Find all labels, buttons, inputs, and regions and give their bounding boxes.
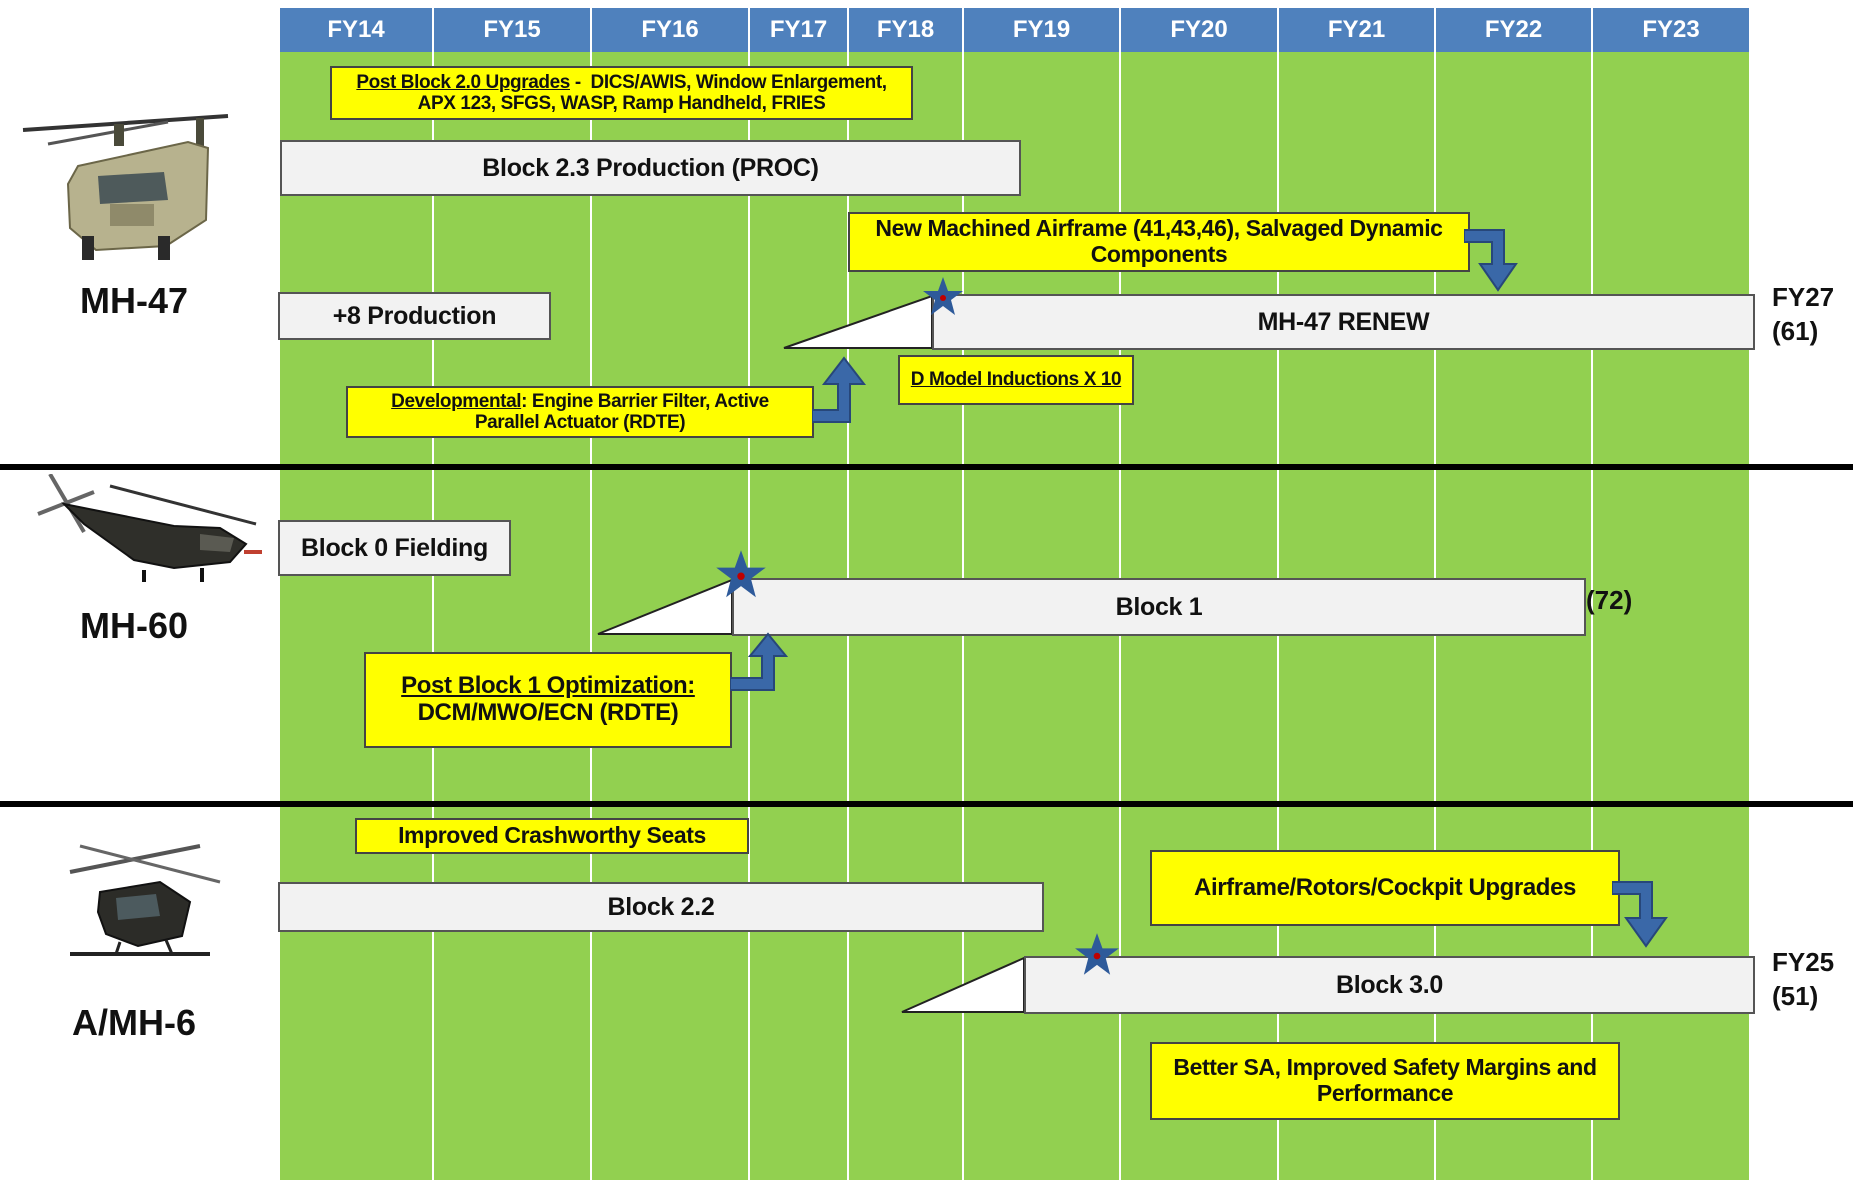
chinook-helicopter-icon bbox=[22, 114, 229, 260]
section-divider bbox=[0, 464, 1853, 470]
fy-header-cell: FY14 bbox=[280, 8, 434, 52]
block30-bar: Block 3.0 bbox=[1024, 956, 1755, 1014]
amh6-end-qty: (51) bbox=[1772, 980, 1819, 1011]
fy-header-cell: FY18 bbox=[849, 8, 964, 52]
post-block-items-line2: APX 123, SFGS, WASP, Ramp Handheld, FRIE… bbox=[417, 93, 826, 114]
post-block-items: DICS/AWIS, Window Enlargement, bbox=[590, 71, 887, 93]
block1-ramp bbox=[597, 578, 733, 635]
block30-ramp bbox=[901, 956, 1025, 1013]
developmental-text: : Engine Barrier Filter, Active bbox=[521, 390, 769, 412]
developmental-to-renew-arrow bbox=[812, 356, 867, 423]
renew-ramp bbox=[783, 294, 933, 349]
post-block-title: Post Block 2.0 Upgrades bbox=[356, 71, 570, 93]
block22-bar: Block 2.2 bbox=[278, 882, 1044, 932]
post-block-upgrades-note: Post Block 2.0 Upgrades - DICS/AWIS, Win… bbox=[330, 66, 913, 120]
fy-header-cell: FY19 bbox=[964, 8, 1121, 52]
fy-header-cell: FY22 bbox=[1436, 8, 1593, 52]
block1-milestone-star bbox=[716, 550, 766, 598]
mh47-renew-end: FY27 (61) bbox=[1772, 281, 1834, 349]
d-model-inductions-note: D Model Inductions X 10 bbox=[898, 355, 1134, 405]
fy-header-cell: FY15 bbox=[434, 8, 592, 52]
block30-milestone-star bbox=[1075, 933, 1119, 975]
benefits-note: Better SA, Improved Safety Margins and P… bbox=[1150, 1042, 1620, 1120]
gridline bbox=[1591, 52, 1593, 1180]
renew-milestone-star bbox=[923, 277, 963, 315]
fy-header-cell: FY21 bbox=[1279, 8, 1436, 52]
amh6-block30-end: FY25 (51) bbox=[1772, 946, 1834, 1014]
fy-header-cell: FY17 bbox=[750, 8, 849, 52]
block1-bar: Block 1 bbox=[732, 578, 1586, 636]
little-bird-helicopter-icon bbox=[69, 844, 221, 956]
optimization-to-block1-arrow bbox=[730, 632, 789, 691]
gridline bbox=[590, 52, 592, 1180]
mh47-renew-end-fy: FY27 bbox=[1772, 282, 1835, 312]
developmental-text-line2: Parallel Actuator (RDTE) bbox=[474, 412, 686, 433]
block1-quantity: (72) bbox=[1586, 585, 1633, 615]
optimization-text: DCM/MWO/ECN (RDTE) bbox=[417, 699, 679, 726]
mh47-label: MH-47 bbox=[79, 280, 189, 321]
new-airframe-line2: Components bbox=[1090, 241, 1228, 267]
block0-fielding-bar: Block 0 Fielding bbox=[278, 520, 511, 576]
fy-header-cell: FY20 bbox=[1121, 8, 1279, 52]
upgrades-to-block30-arrow bbox=[1612, 881, 1668, 948]
developmental-title: Developmental bbox=[391, 390, 522, 412]
post-block1-optimization-note: Post Block 1 Optimization: DCM/MWO/ECN (… bbox=[364, 652, 732, 748]
benefits-line2: Performance bbox=[1316, 1080, 1454, 1106]
post-block-separator: - bbox=[569, 71, 591, 93]
amh6-label: A/MH-6 bbox=[72, 1002, 196, 1043]
gridline bbox=[432, 52, 434, 1180]
mh47-renew-bar: MH-47 RENEW bbox=[932, 294, 1755, 350]
fy-header-cell: FY23 bbox=[1593, 8, 1749, 52]
plus8-production-bar: +8 Production bbox=[278, 292, 551, 340]
new-airframe-line1: New Machined Airframe (41,43,46), Salvag… bbox=[875, 215, 1443, 242]
fy-header-cell: FY16 bbox=[592, 8, 750, 52]
crashworthy-seats-note: Improved Crashworthy Seats bbox=[355, 818, 749, 854]
amh6-end-fy: FY25 bbox=[1772, 947, 1835, 977]
airframe-to-renew-arrow bbox=[1464, 229, 1518, 292]
benefits-line1: Better SA, Improved Safety Margins and bbox=[1173, 1054, 1597, 1081]
airframe-rotors-cockpit-note: Airframe/Rotors/Cockpit Upgrades bbox=[1150, 850, 1620, 926]
section-divider bbox=[0, 801, 1853, 807]
developmental-note: Developmental: Engine Barrier Filter, Ac… bbox=[346, 386, 814, 438]
blackhawk-helicopter-icon bbox=[37, 474, 262, 582]
block23-production-bar: Block 2.3 Production (PROC) bbox=[280, 140, 1021, 196]
new-airframe-note: New Machined Airframe (41,43,46), Salvag… bbox=[848, 212, 1470, 272]
mh47-renew-end-qty: (61) bbox=[1772, 315, 1819, 346]
mh60-label: MH-60 bbox=[79, 605, 189, 646]
optimization-title: Post Block 1 Optimization: bbox=[401, 672, 695, 700]
